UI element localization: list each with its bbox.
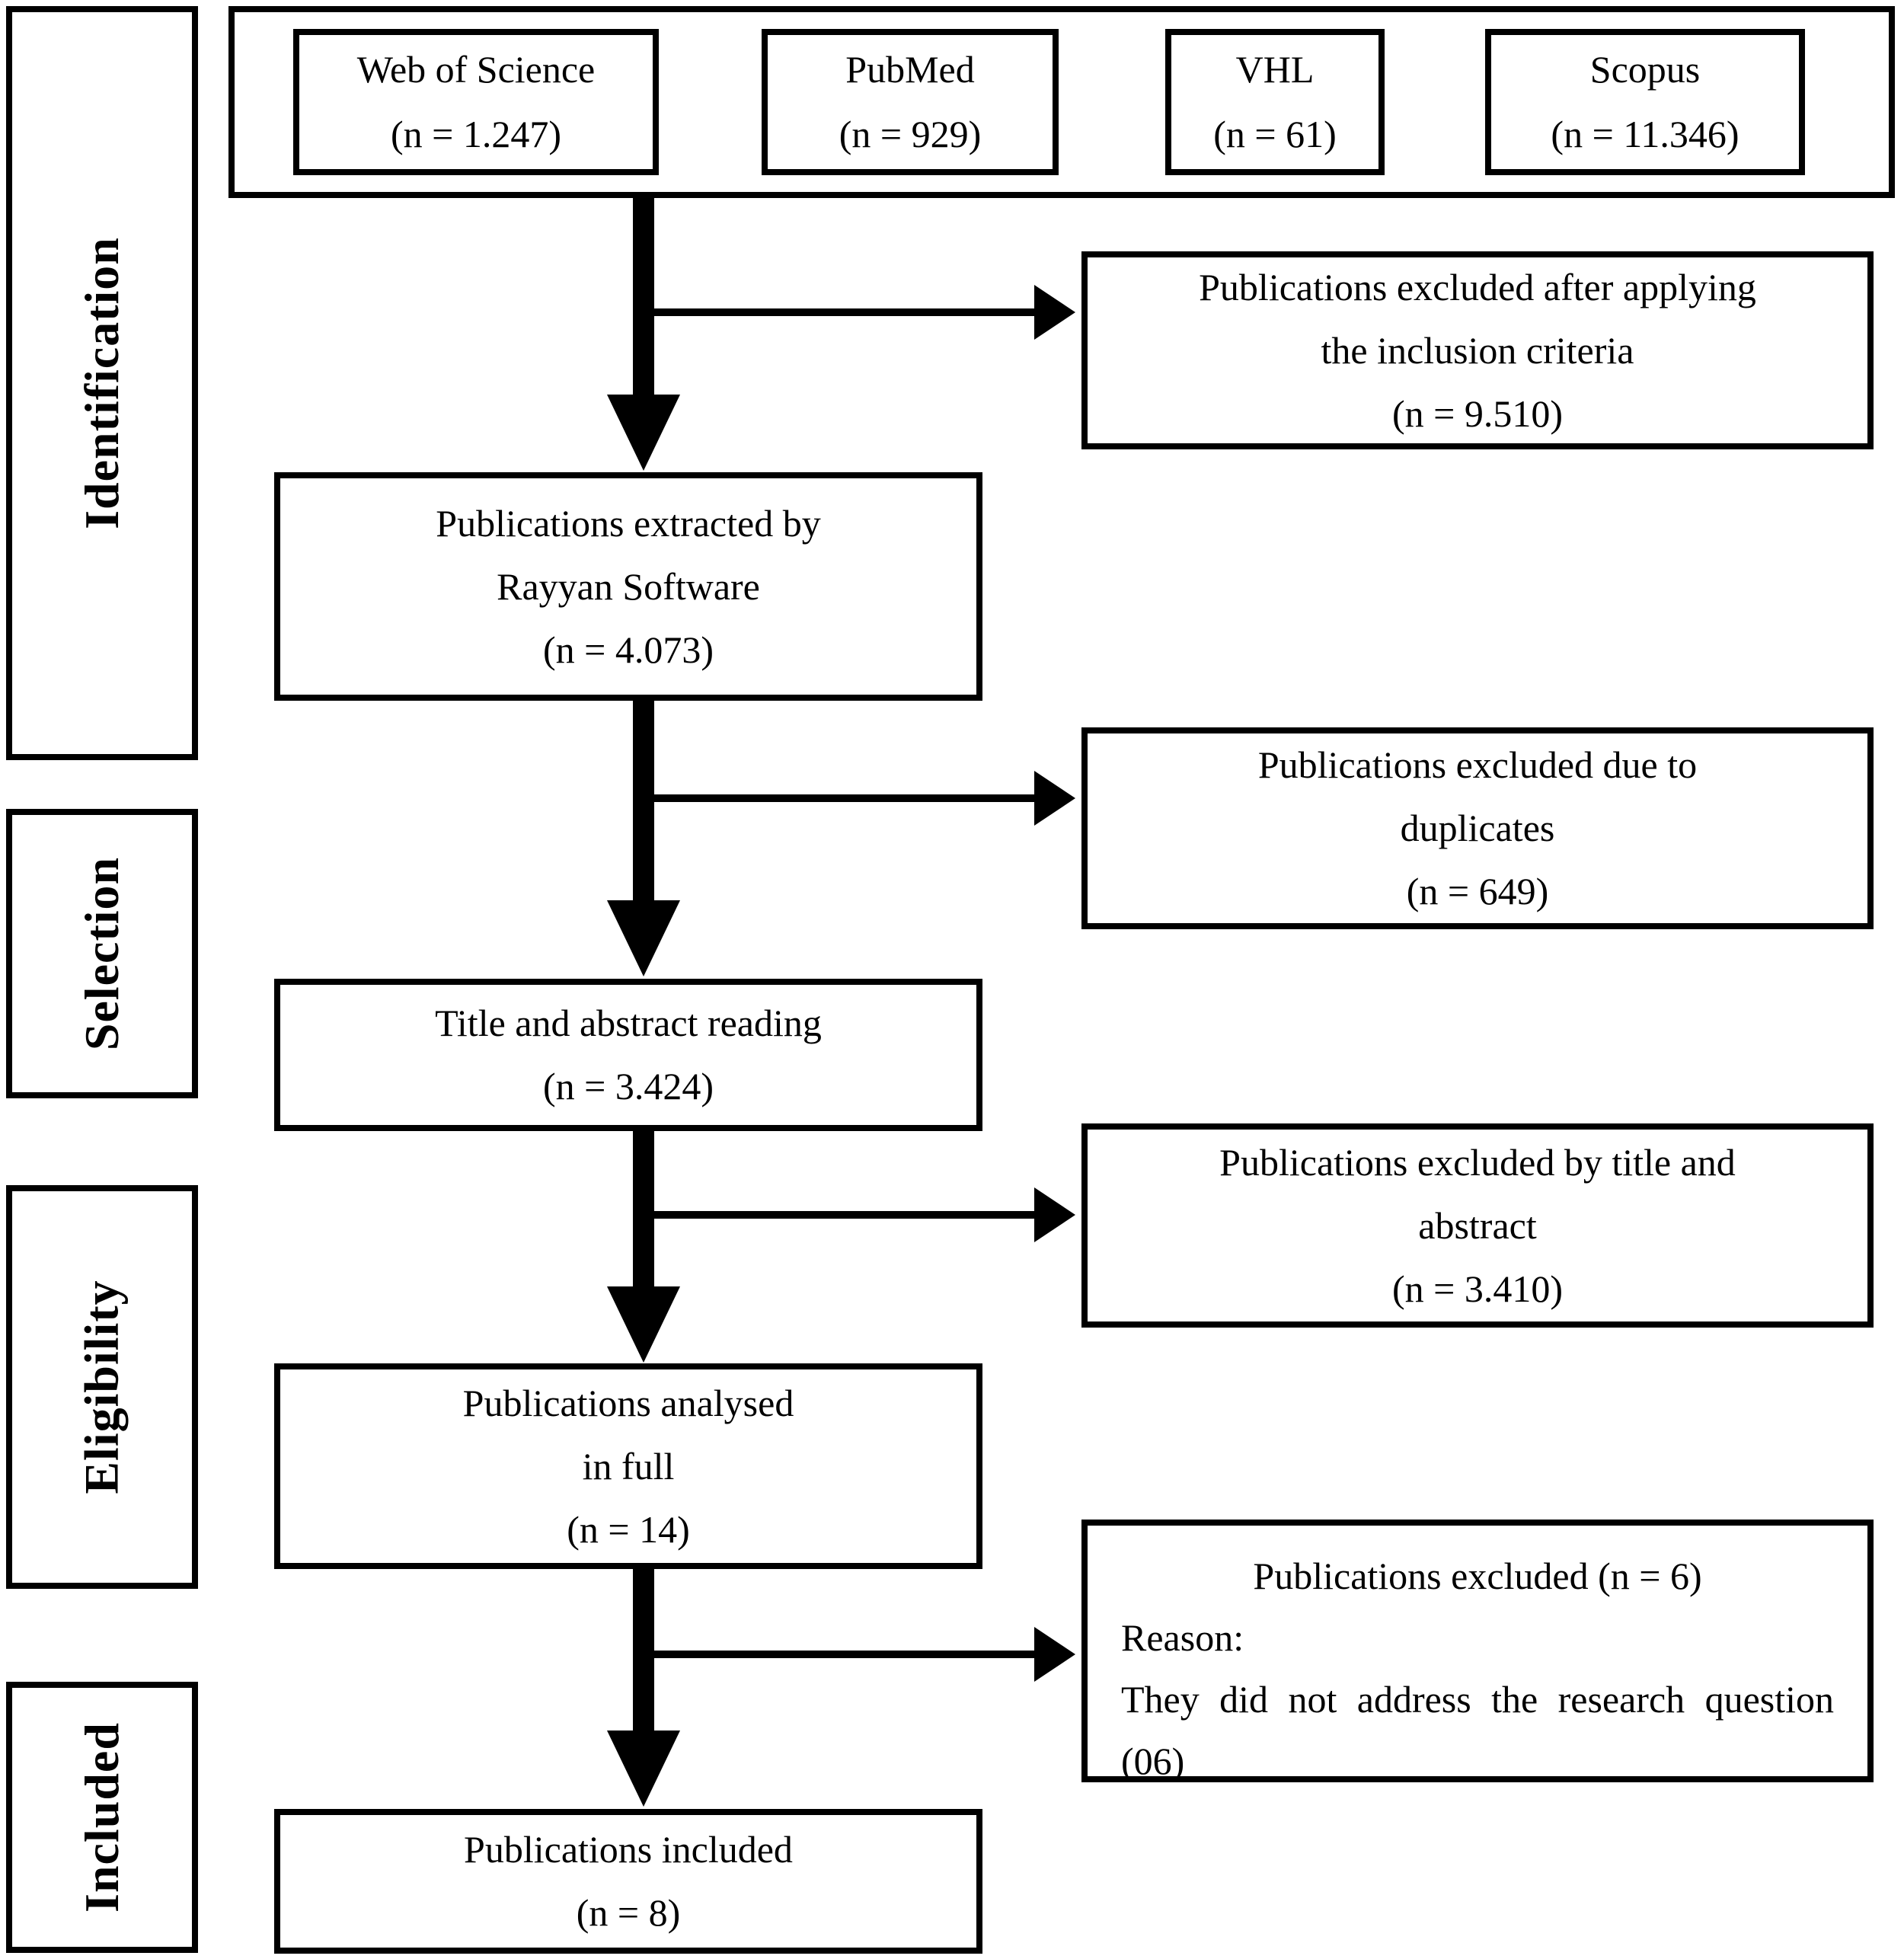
box-line: the inclusion criteria [1321, 328, 1634, 372]
arrowhead-down-icon [607, 395, 680, 471]
box-line: Publications included [464, 1828, 793, 1871]
arrow-shaft [633, 1563, 654, 1731]
arrowhead-down-icon [607, 1731, 680, 1807]
box-line: duplicates [1400, 807, 1555, 849]
box-scopus: Scopus (n = 11.346) [1485, 29, 1805, 175]
stage-included: Included [6, 1682, 198, 1953]
box-line: Reason: [1121, 1616, 1244, 1659]
arrowhead-down-icon [607, 900, 680, 976]
arrowhead-right-icon [1034, 1187, 1075, 1242]
box-excluded-inclusion-criteria: Publications excluded after applying the… [1081, 251, 1874, 449]
box-count: (n = 8) [576, 1891, 681, 1934]
box-line: Publications excluded due to [1257, 743, 1698, 786]
box-publications-extracted: Publications extracted by Rayyan Softwar… [274, 472, 982, 701]
box-excluded-title-abstract: Publications excluded by title and abstr… [1081, 1123, 1874, 1328]
arrowhead-right-icon [1034, 771, 1075, 826]
box-count: (n = 11.346) [1551, 113, 1739, 155]
arrowhead-down-icon [607, 1286, 680, 1363]
box-line: in full [582, 1444, 675, 1488]
box-line: VHL [1235, 48, 1315, 91]
stage-label: Identification [75, 237, 129, 529]
arrow-shaft [644, 1211, 1034, 1219]
box-count: (n = 1.247) [391, 113, 561, 155]
arrow-shaft [633, 1125, 654, 1286]
box-line: They did not address the research questi… [1121, 1678, 1834, 1782]
box-line: Publications excluded (n = 6) [1253, 1555, 1702, 1597]
box-count: (n = 14) [567, 1507, 690, 1551]
box-excluded-duplicates: Publications excluded due to duplicates … [1081, 727, 1874, 929]
arrow-shaft [644, 1651, 1034, 1658]
box-count: (n = 3.410) [1392, 1267, 1563, 1310]
box-line: PubMed [845, 48, 975, 91]
box-count: (n = 929) [839, 113, 982, 155]
stage-label: Selection [75, 856, 129, 1051]
box-line: Scopus [1589, 48, 1701, 91]
box-publications-analysed: Publications analysed in full (n = 14) [274, 1363, 982, 1569]
box-title-abstract-reading: Title and abstract reading (n = 3.424) [274, 979, 982, 1131]
box-line: Publications excluded after applying [1199, 265, 1756, 308]
box-line: Publications excluded by title and [1219, 1140, 1736, 1184]
box-count: (n = 649) [1406, 870, 1549, 912]
stage-label: Eligibility [75, 1280, 129, 1494]
arrow-shaft [644, 308, 1034, 316]
box-pubmed: PubMed (n = 929) [762, 29, 1059, 175]
box-line: abstract [1418, 1203, 1537, 1247]
databases-container: Web of Science (n = 1.247) PubMed (n = 9… [228, 6, 1895, 198]
arrowhead-right-icon [1034, 285, 1075, 340]
arrow-shaft [633, 192, 654, 395]
arrowhead-right-icon [1034, 1627, 1075, 1682]
box-count: (n = 3.424) [543, 1065, 714, 1107]
box-line: Publications analysed [462, 1381, 794, 1424]
stage-identification: Identification [6, 6, 198, 760]
box-line: Web of Science [356, 48, 596, 91]
box-line: Publications extracted by [436, 501, 821, 545]
box-count: (n = 9.510) [1392, 391, 1563, 435]
arrow-shaft [644, 794, 1034, 802]
box-vhl: VHL (n = 61) [1165, 29, 1385, 175]
box-count: (n = 61) [1213, 113, 1337, 155]
box-web-of-science: Web of Science (n = 1.247) [293, 29, 659, 175]
stage-eligibility: Eligibility [6, 1185, 198, 1589]
box-count: (n = 4.073) [543, 628, 714, 671]
box-excluded-full-text: Publications excluded (n = 6) Reason: Th… [1081, 1520, 1874, 1782]
box-line: Title and abstract reading [435, 1002, 822, 1044]
box-publications-included: Publications included (n = 8) [274, 1809, 982, 1954]
stage-selection: Selection [6, 809, 198, 1098]
box-line: Rayyan Software [497, 564, 760, 608]
stage-label: Included [75, 1722, 129, 1913]
